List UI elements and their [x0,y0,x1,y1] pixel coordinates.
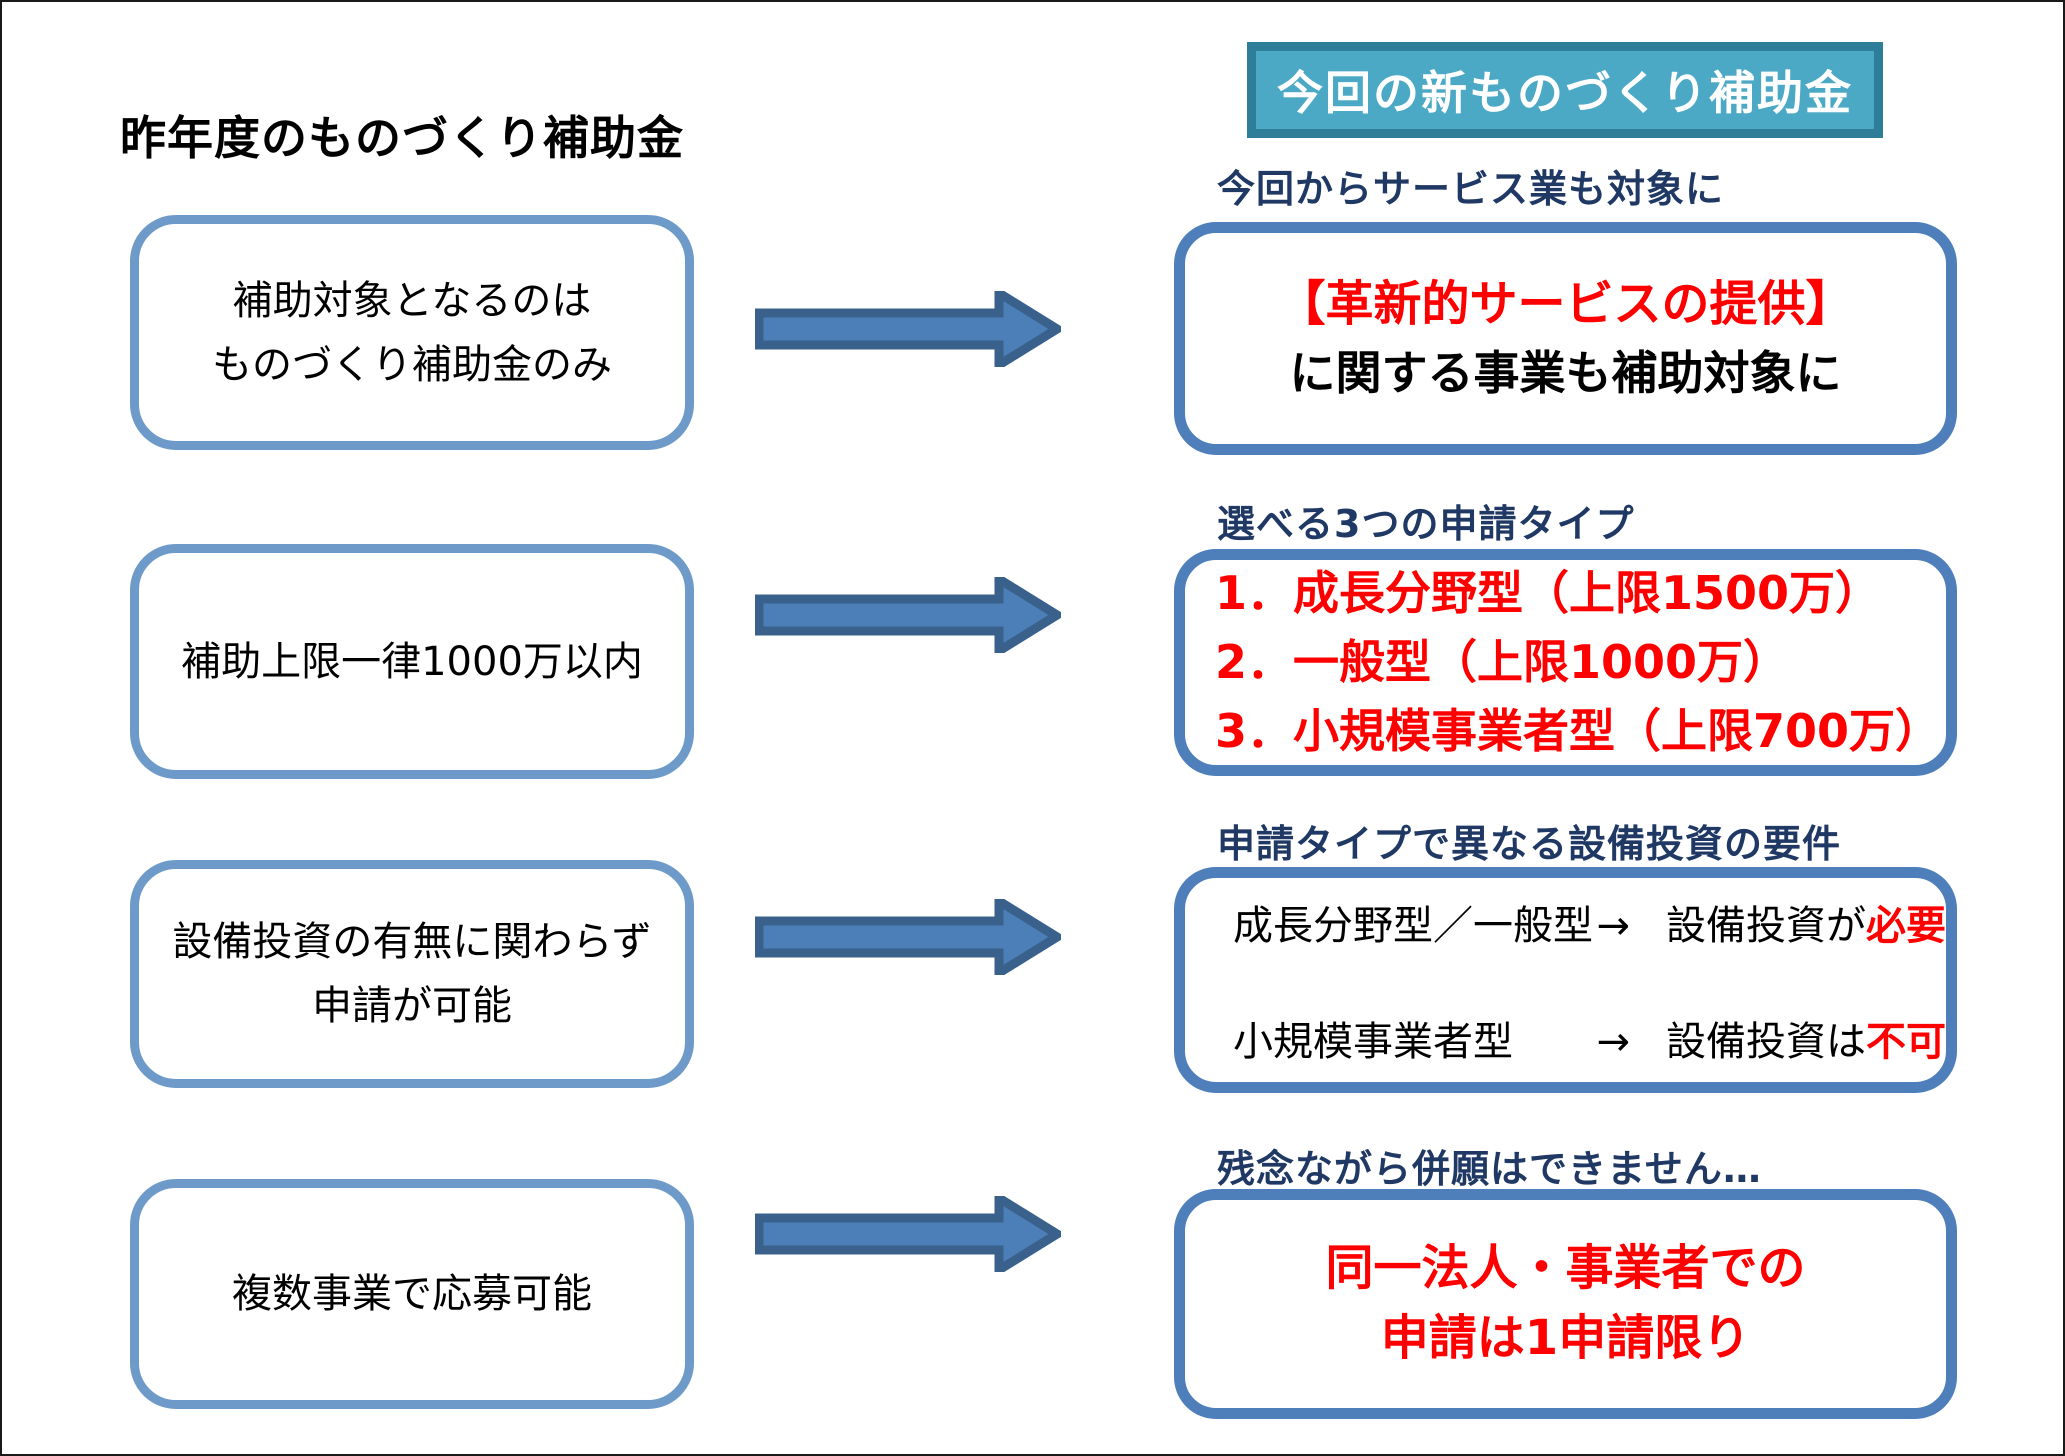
left-column-title: 昨年度のものづくり補助金 [120,111,684,165]
requirement-line-1: 成長分野型／一般型 → 設備投資が 必要 [1233,893,1946,951]
old-subsidy-box-3: 設備投資の有無に関わらず 申請が可能 [130,860,694,1088]
old-box3-line2: 申請が可能 [312,983,512,1029]
old-subsidy-box-2: 補助上限一律1000万以内 [130,544,694,779]
requirement-line1-text: 設備投資が [1666,903,1866,949]
new-subsidy-box-2: 1．成長分野型（上限1500万） 2．一般型（上限1000万） 3．小規模事業者… [1174,549,1957,776]
application-type-item-2: 2．一般型（上限1000万） [1215,635,1790,689]
old-box2-line1: 補助上限一律1000万以内 [181,638,643,685]
requirement-line1-emphasis: 必要 [1866,903,1946,949]
requirement-line2-emphasis: 不可 [1866,1019,1946,1065]
new-subsidy-label-2: 選べる3つの申請タイプ [1217,502,1635,546]
old-box3-line1: 設備投資の有無に関わらず [172,919,652,965]
new-subsidy-label-1: 今回からサービス業も対象に [1217,167,1725,211]
new-subsidy-label-4: 残念ながら併願はできません… [1217,1147,1762,1191]
requirement-line1-type: 成長分野型／一般型 [1233,903,1593,949]
flow-arrow-icon [755,899,1061,975]
requirement-line-2: 小規模事業者型 → 設備投資は 不可 [1233,1009,1946,1067]
application-type-item-3: 3．小規模事業者型（上限700万） [1215,704,1942,758]
old-box4-line1: 複数事業で応募可能 [232,1271,592,1317]
right-arrow-glyph: → [1596,1019,1630,1065]
application-type-item-1: 1．成長分野型（上限1500万） [1215,566,1882,620]
old-subsidy-box-4: 複数事業で応募可能 [130,1179,694,1409]
old-box1-line2: ものづくり補助金のみ [212,341,612,388]
new-box1-black-line: に関する事業も補助対象に [1289,345,1842,400]
new-subsidy-box-3: 成長分野型／一般型 → 設備投資が 必要 小規模事業者型 → 設備投資は 不可 [1174,867,1957,1093]
new-box4-red-line1: 同一法人・事業者での [1325,1240,1806,1297]
new-box1-red-line: 【革新的サービスの提供】 [1277,276,1854,333]
new-box4-red-line2: 申請は1申請限り [1380,1310,1751,1366]
flow-arrow-icon [755,577,1061,653]
flow-arrow-icon [755,291,1061,367]
right-arrow-glyph: → [1596,903,1630,949]
requirement-line2-type: 小規模事業者型 [1233,1019,1513,1065]
requirement-line2-text: 設備投資は [1666,1019,1866,1065]
right-column-header: 今回の新ものづくり補助金 [1247,42,1883,138]
flow-arrow-icon [755,1196,1061,1272]
new-subsidy-box-1: 【革新的サービスの提供】 に関する事業も補助対象に [1174,222,1957,455]
new-subsidy-label-3: 申請タイプで異なる設備投資の要件 [1217,822,1842,866]
old-subsidy-box-1: 補助対象となるのは ものづくり補助金のみ [130,215,694,450]
old-box1-line1: 補助対象となるのは [232,277,592,324]
new-subsidy-box-4: 同一法人・事業者での 申請は1申請限り [1174,1189,1957,1419]
